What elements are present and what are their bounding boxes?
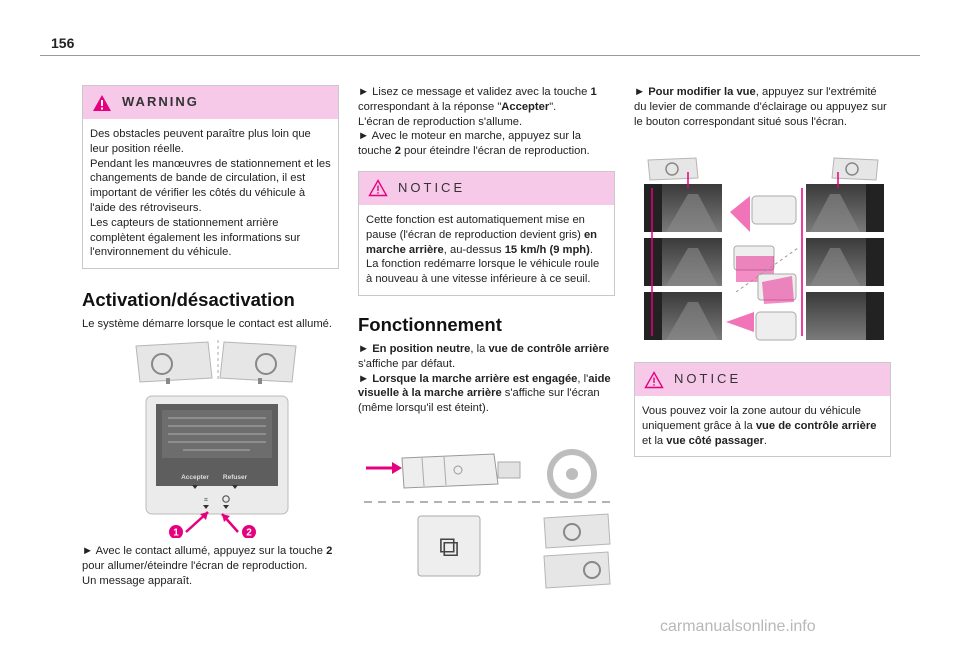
camera-button[interactable]: ⧉	[417, 515, 481, 577]
notice-2-title: NOTICE	[674, 371, 742, 387]
notice-1-header: NOTICE	[359, 171, 614, 205]
lighting-lever	[401, 453, 521, 489]
fonctionnement-text: ► En position neutre, la vue de contrôle…	[358, 342, 615, 416]
van-diagrams	[726, 195, 799, 341]
right-camera-screens	[806, 184, 884, 340]
neutral-position-text: ► En position neutre, la vue de contrôle…	[358, 342, 610, 370]
callout-2-badge	[242, 525, 256, 538]
page-number: 156	[51, 35, 75, 51]
left-camera-screens	[644, 184, 722, 340]
notice-1-text-2: La fonction redémarre lorsque le véhicul…	[366, 258, 600, 286]
steering-wheel-icon	[547, 449, 597, 499]
watermark: carmanualsonline.info	[660, 618, 816, 635]
warning-triangle-icon	[93, 94, 111, 111]
accept-instruction: ► Lisez ce message et validez avec la to…	[358, 86, 597, 113]
camera-view-icon: ⧉	[439, 531, 459, 562]
column-3: ► Pour modifier la vue, appuyez sur l'ex…	[634, 85, 891, 129]
notice-box-2-wrap: NOTICE Vous pouvez voir la zone autour d…	[634, 362, 891, 458]
warning-triangle-icon	[368, 179, 388, 197]
fonctionnement-heading: Fonctionnement	[358, 313, 502, 335]
dashboard-thumb-small-2	[543, 551, 611, 589]
notice-1-body: Cette fonction est automatiquement mise …	[359, 205, 614, 295]
warning-box: WARNING Des obstacles peuvent paraître p…	[82, 85, 339, 270]
dashboard-thumb-right	[219, 341, 297, 384]
activation-heading: Activation/désactivation	[82, 289, 295, 311]
screen-refuse-label: Refuser	[223, 474, 248, 481]
activation-step-1: ► Avec le contact allumé, appuyez sur la…	[82, 545, 333, 572]
callout-1: 1	[173, 528, 179, 539]
notice-2-header: NOTICE	[635, 363, 890, 396]
dashboard-thumb-c3-left	[647, 157, 699, 181]
warning-triangle-icon	[644, 370, 664, 388]
notice-1-text-1: Cette fonction est automatiquement mise …	[366, 213, 597, 256]
reverse-gear-text: ► Lorsque la marche arrière est engagée,…	[358, 372, 611, 415]
warning-line-1: Des obstacles peuvent paraître plus loin…	[90, 128, 311, 155]
activation-step: ► Avec le contact allumé, appuyez sur la…	[82, 544, 339, 588]
dashboard-thumb-left	[135, 341, 213, 384]
camera-button-icon[interactable]: ⌗	[204, 497, 208, 504]
screen-on-text: L'écran de reproduction s'allume.	[358, 115, 523, 128]
power-button-icon[interactable]	[222, 495, 230, 503]
callout-1-badge	[169, 525, 183, 538]
dashboard-thumb-c3-right	[831, 157, 879, 181]
warning-line-3: Les capteurs de stationnement arrière co…	[90, 216, 301, 259]
warning-body: Des obstacles peuvent paraître plus loin…	[83, 119, 338, 268]
column-1: WARNING Des obstacles peuvent paraître p…	[82, 85, 339, 332]
column-2: ► Lisez ce message et validez avec la to…	[358, 85, 615, 416]
lever-figure: ⧉	[364, 449, 614, 589]
header-rule	[40, 55, 920, 56]
callout-2: 2	[246, 528, 252, 539]
notice-1-title: NOTICE	[398, 180, 466, 196]
notice-box-1: NOTICE Cette fonction est automatiquemen…	[358, 170, 615, 296]
warning-line-2: Pendant les manœuvres de stationnement e…	[90, 157, 331, 214]
warning-title: WARNING	[122, 94, 199, 110]
activation-intro: Le système démarre lorsque le contact es…	[82, 318, 332, 331]
change-view-instruction: ► Pour modifier la vue, appuyez sur l'ex…	[634, 86, 887, 128]
screen-figure: Accepter Refuser ⌗ 1 2	[135, 340, 297, 539]
warning-header: WARNING	[83, 86, 338, 119]
activation-step-1-note: Un message apparaît.	[82, 574, 193, 587]
dashboard-thumb-small-1	[543, 513, 611, 549]
camera-views-figure	[644, 157, 884, 341]
screen-accept-label: Accepter	[181, 474, 209, 481]
engine-running-instruction: ► Avec le moteur en marche, appuyez sur …	[358, 130, 590, 158]
column2-text: ► Lisez ce message et validez avec la to…	[358, 85, 615, 159]
notice-2-body: Vous pouvez voir la zone autour du véhic…	[635, 396, 890, 456]
notice-box-2: NOTICE Vous pouvez voir la zone autour d…	[634, 362, 891, 458]
notice-2-text: Vous pouvez voir la zone autour du véhic…	[642, 405, 877, 447]
